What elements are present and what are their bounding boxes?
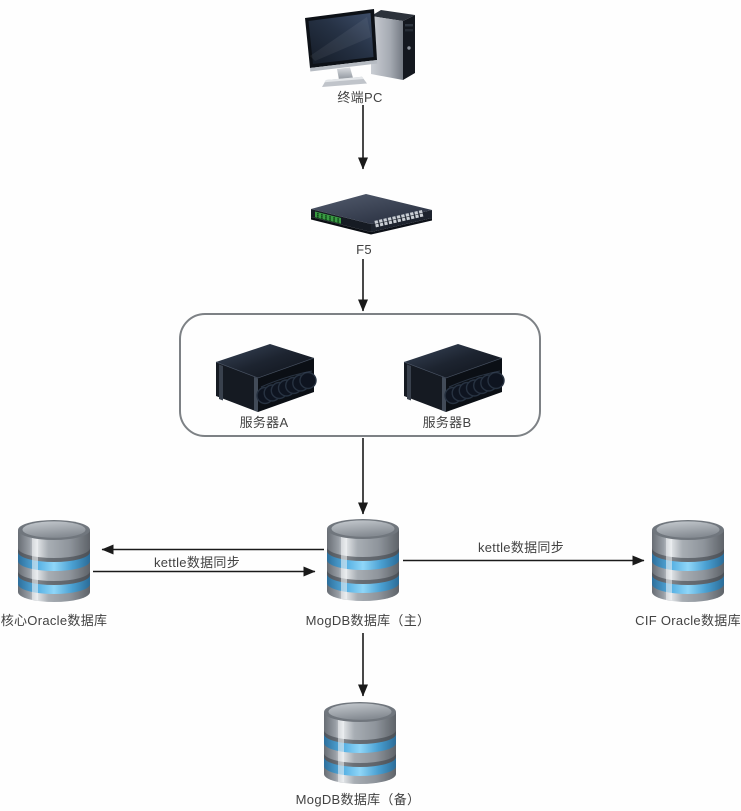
cif-oracle-db-label: CIF Oracle数据库 [635,613,741,628]
mogdb-standby-label: MogDB数据库（备） [295,792,421,807]
mogdb-primary-label: MogDB数据库（主） [305,613,431,628]
kettle-sync-right-label: kettle数据同步 [477,540,565,555]
kettle-sync-left-label: kettle数据同步 [153,555,241,570]
database-icon [327,519,399,601]
switch-ports [374,210,424,228]
f5-label: F5 [356,242,372,257]
database-icon [652,520,724,602]
database-icon [18,520,90,602]
terminal-pc-label: 终端PC [337,90,383,105]
network-switch-icon [311,194,432,235]
core-oracle-db-label: 核心Oracle数据库 [0,613,108,628]
database-icon [324,702,396,784]
desktop-pc-icon [305,9,415,87]
rack-server-icon [403,344,505,412]
rack-server-icon [215,344,317,412]
server-group-box [179,313,541,437]
server-b-label: 服务器B [422,415,472,430]
server-a-label: 服务器A [239,415,289,430]
